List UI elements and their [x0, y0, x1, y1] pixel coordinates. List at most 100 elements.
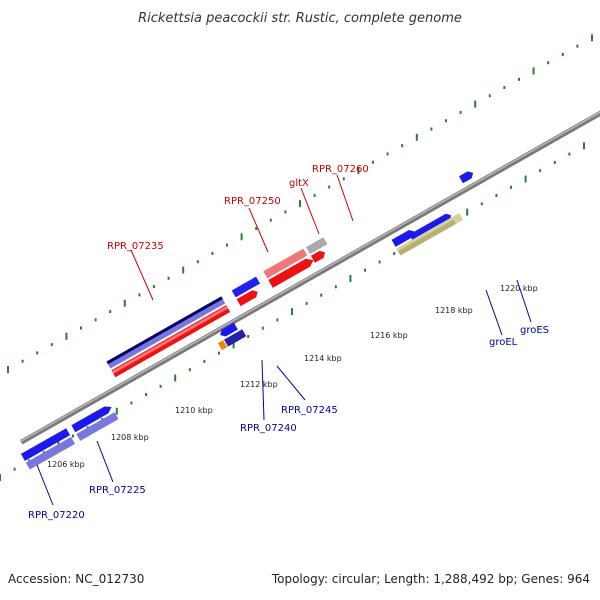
- feature-label-rpr-07235[interactable]: RPR_07235: [107, 241, 164, 252]
- feature-label-rpr-07260[interactable]: RPR_07260: [312, 164, 369, 175]
- gene-rpr-07240[interactable]: [217, 340, 228, 351]
- feature-label-rpr-07240[interactable]: RPR_07240: [240, 423, 297, 434]
- tick-dot: [72, 434, 74, 438]
- tick-dot: [372, 160, 374, 164]
- tick-dot: [524, 175, 527, 183]
- tick-dot: [466, 208, 469, 216]
- tick-dot: [320, 293, 323, 297]
- tick-dot: [510, 185, 512, 189]
- feature-label-rpr-07250[interactable]: RPR_07250: [224, 196, 281, 207]
- gene-rpr-07225[interactable]: [71, 404, 119, 441]
- tick-dot: [65, 332, 68, 340]
- tick-dot: [342, 177, 345, 181]
- gene-upper-right[interactable]: [458, 169, 475, 184]
- tick-dot: [261, 326, 264, 330]
- tick-label: 1218 kbp: [435, 306, 473, 315]
- tick-dot: [240, 233, 243, 241]
- gene-groEL-fwd[interactable]: [409, 212, 453, 242]
- tick-dot: [226, 243, 228, 247]
- tick-label: 1210 kbp: [175, 406, 213, 415]
- tick-dot: [196, 260, 199, 264]
- tick-dot: [21, 359, 24, 363]
- tick-dot: [284, 210, 287, 214]
- tick-dot: [299, 200, 301, 208]
- tick-dot: [305, 301, 308, 305]
- tick-dot: [313, 193, 316, 197]
- tick-dot: [7, 366, 9, 373]
- tick-label: 1208 kbp: [111, 433, 149, 442]
- tick-dot: [328, 185, 331, 189]
- tick-dot: [583, 142, 585, 150]
- tick-dot: [357, 167, 360, 174]
- tick-label: 1220 kbp: [500, 284, 538, 293]
- tick-dot: [364, 268, 366, 272]
- tick-dot: [576, 44, 579, 48]
- tick-dot: [539, 169, 542, 173]
- tick-dot: [167, 276, 170, 280]
- tick-dot: [123, 299, 126, 307]
- tick-dot: [393, 252, 396, 256]
- feature-label-rpr-07245[interactable]: RPR_07245: [281, 405, 338, 416]
- tick-dot: [591, 34, 593, 42]
- tick-dots: [0, 34, 593, 481]
- tick-dot: [211, 251, 214, 255]
- feature-label-rpr-07220[interactable]: RPR_07220: [28, 510, 85, 521]
- tick-dot: [115, 407, 118, 415]
- tick-dot: [415, 133, 418, 141]
- tick-dot: [495, 194, 498, 197]
- tick-dot: [532, 67, 535, 75]
- gene-rpr-07220[interactable]: [20, 428, 76, 470]
- genome-backbone: [19, 0, 600, 445]
- tick-dot: [247, 335, 250, 338]
- accession-text: Accession: NC_012730: [8, 572, 145, 586]
- tick-dot: [291, 308, 293, 316]
- tick-dot: [568, 152, 571, 156]
- gene-rpr-07235[interactable]: [106, 296, 231, 378]
- tick-dot: [138, 293, 141, 297]
- tick-dot: [488, 94, 491, 98]
- tick-dot: [480, 202, 483, 206]
- tick-dot: [188, 368, 191, 372]
- tick-dot: [518, 77, 520, 81]
- gene-groEL[interactable]: [396, 213, 464, 256]
- feature-label-groEL[interactable]: groEL: [489, 337, 518, 348]
- tick-dot: [276, 318, 279, 322]
- gene-groES-fwd[interactable]: [391, 228, 417, 247]
- tick-dot: [459, 110, 462, 114]
- tick-dot: [153, 285, 155, 289]
- gene-rpr-07250[interactable]: [231, 276, 265, 307]
- tick-dot: [386, 152, 389, 156]
- tick-dot: [378, 260, 381, 264]
- tick-dot: [36, 351, 39, 355]
- feature-labels: RPR_07220 RPR_07225 RPR_07235 RPR_07240 …: [28, 164, 549, 521]
- tick-dot: [130, 401, 133, 405]
- tick-dot: [159, 384, 162, 388]
- tick-dot: [145, 393, 147, 397]
- tick-dot: [218, 351, 220, 355]
- feature-label-groES[interactable]: groES: [520, 325, 549, 336]
- gene-rpr-07245[interactable]: [218, 321, 247, 348]
- gene-tracks: [20, 169, 475, 470]
- tick-dot: [13, 467, 16, 471]
- tick-dot: [445, 119, 447, 123]
- tick-dot: [109, 310, 112, 313]
- tick-dot: [255, 227, 258, 230]
- tick-dot: [547, 61, 550, 65]
- tick-dot: [0, 474, 1, 481]
- tick-dot: [503, 86, 506, 89]
- feature-label-rpr-07225[interactable]: RPR_07225: [89, 485, 146, 496]
- tick-dot: [334, 285, 337, 289]
- tick-dot: [553, 160, 556, 164]
- tick-dot: [50, 343, 53, 347]
- tick-dot: [561, 52, 564, 56]
- tick-dot: [94, 318, 97, 322]
- gene-rpr-07260[interactable]: [305, 237, 332, 263]
- gene-gltX[interactable]: [263, 247, 315, 288]
- tick-dot: [474, 100, 477, 108]
- tick-dot: [401, 144, 404, 148]
- tick-dot: [269, 218, 272, 222]
- feature-label-gltX[interactable]: gltX: [289, 178, 309, 189]
- tick-dot: [430, 127, 433, 131]
- tick-label: 1206 kbp: [47, 460, 85, 469]
